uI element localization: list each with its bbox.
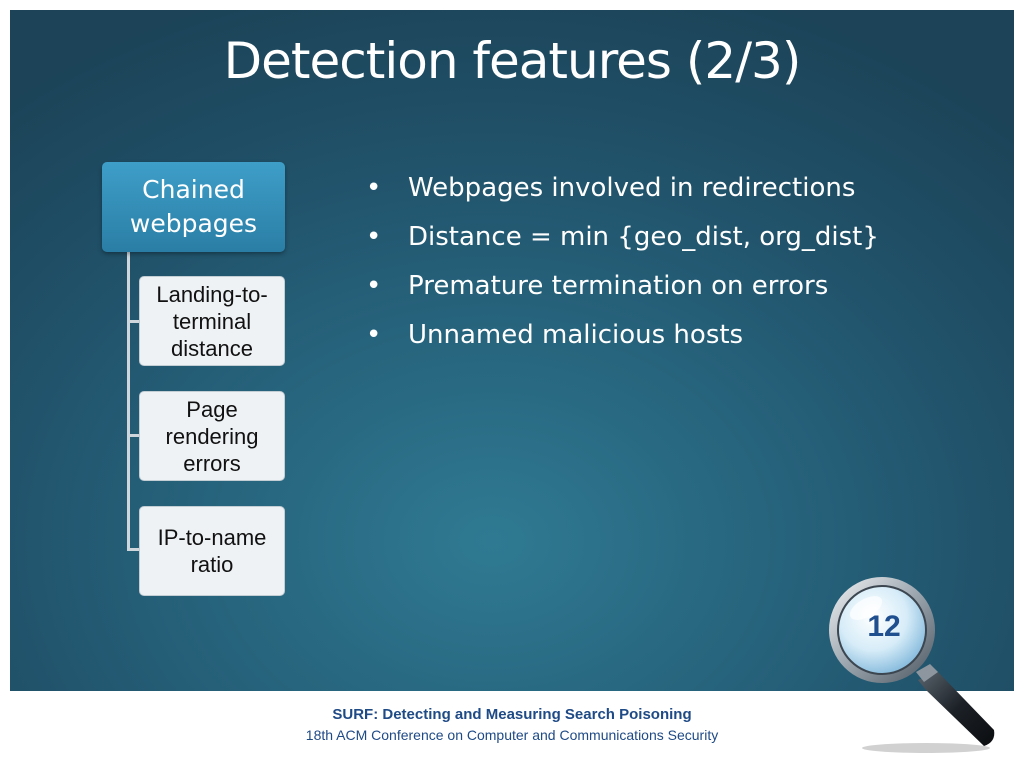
hierarchy-connector: [127, 548, 140, 551]
bullet-list: • Webpages involved in redirections • Dist…: [366, 168, 879, 364]
slide: Detection features (2/3) Chained webpage…: [10, 10, 1014, 691]
hierarchy-root-label: Chained webpages: [129, 175, 258, 238]
hierarchy-connector: [127, 434, 140, 437]
footer-title: SURF: Detecting and Measuring Search Poi…: [332, 706, 692, 723]
hierarchy-child: IP-to-name ratio: [139, 506, 285, 596]
hierarchy-connector: [127, 252, 130, 550]
hierarchy-connector: [127, 320, 140, 323]
footer-subtitle: 18th ACM Conference on Computer and Comm…: [305, 727, 719, 743]
bullet-text: Premature termination on errors: [408, 271, 829, 301]
hierarchy-child-label: Landing-to-terminal distance: [156, 281, 268, 361]
bullet-item: • Webpages involved in redirections: [366, 168, 879, 217]
bullet-item: • Distance = min {geo_dist, org_dist}: [366, 217, 879, 266]
bullet-text: Distance = min {geo_dist, org_dist}: [408, 222, 879, 252]
slide-title: Detection features (2/3): [223, 32, 802, 90]
magnifying-glass-icon: [829, 577, 995, 753]
hierarchy-child-label: Page rendering errors: [165, 396, 259, 476]
hierarchy-child: Landing-to-terminal distance: [139, 276, 285, 366]
hierarchy-child-label: IP-to-name ratio: [157, 525, 267, 577]
bullet-item: • Premature termination on errors: [366, 266, 879, 315]
bullet-text: Webpages involved in redirections: [408, 173, 856, 203]
hierarchy-root: Chained webpages: [102, 162, 285, 252]
bullet-glyph: •: [366, 222, 382, 252]
page-number: 12: [867, 610, 901, 643]
bullet-item: • Unnamed malicious hosts: [366, 315, 879, 364]
bullet-glyph: •: [366, 320, 382, 350]
hierarchy-child: Page rendering errors: [139, 391, 285, 481]
bullet-glyph: •: [366, 271, 382, 301]
bullet-text: Unnamed malicious hosts: [408, 320, 744, 350]
bullet-glyph: •: [366, 173, 382, 203]
